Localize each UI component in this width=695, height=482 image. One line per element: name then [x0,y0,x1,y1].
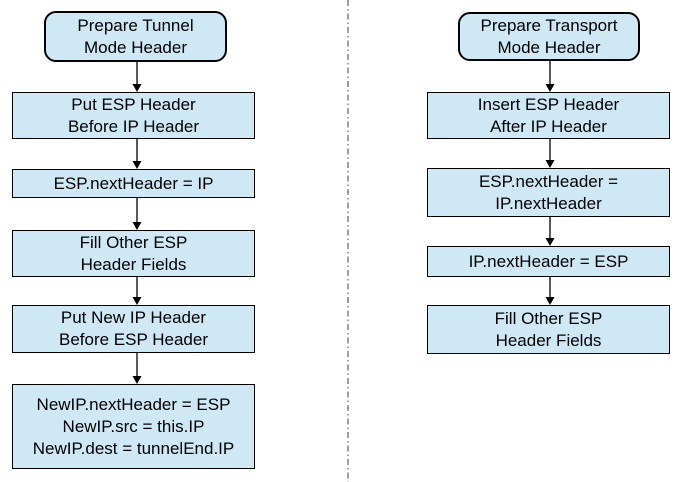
node-prepare-tunnel-mode-header: Prepare Tunnel Mode Header [44,11,227,62]
node-label-line: NewIP.dest = tunnelEnd.IP [32,438,235,458]
node-prepare-transport-mode-header: Prepare Transport Mode Header [458,12,640,61]
node-label-line: IP.nextHeader = ESP [468,251,629,271]
node-label-line: NewIP.nextHeader = ESP [36,394,231,414]
arrow-tunnel-2 [132,139,142,169]
arrow-transport-3 [545,217,555,246]
node-label-line: Prepare Tunnel [77,15,194,35]
node-label-line: Before IP Header [67,116,200,136]
node-label-line: Prepare Transport [480,15,618,35]
node-put-new-ip-header-before-esp-header: Put New IP Header Before ESP Header [12,305,255,353]
node-label-line: ESP.nextHeader = [478,171,619,191]
node-label-line: Before ESP Header [59,330,208,349]
node-ip-nextheader-esp: IP.nextHeader = ESP [427,246,670,277]
node-label-line: Fill Other ESP [79,232,188,252]
arrow-transport-1 [545,61,555,92]
node-label-line: After IP Header [490,116,607,136]
node-esp-nextheader-ip: ESP.nextHeader = IP [12,169,255,198]
node-label-line: Fill Other ESP [494,308,603,328]
node-label-line: Put New IP Header [60,308,207,327]
arrow-tunnel-5 [132,353,142,384]
node-label-line: Header Fields [495,330,602,350]
node-put-esp-header-before-ip-header: Put ESP Header Before IP Header [12,92,255,139]
arrow-tunnel-3 [132,198,142,230]
node-label-line: Insert ESP Header [477,94,620,114]
arrow-tunnel-4 [132,277,142,305]
node-label-line: IP.nextHeader [495,193,602,213]
node-label-line: Mode Header [83,37,187,57]
node-label-line: Header Fields [80,254,187,274]
node-label-line: NewIP.src = this.IP [62,416,205,436]
node-fill-other-esp-header-fields-transport: Fill Other ESP Header Fields [427,305,670,354]
node-esp-nextheader-ip-nextheader: ESP.nextHeader = IP.nextHeader [427,168,670,217]
arrow-transport-4 [545,277,555,305]
node-label-line: Put ESP Header [71,94,196,114]
node-label-line: Mode Header [497,37,601,57]
arrow-transport-2 [545,139,555,168]
node-fill-other-esp-header-fields-tunnel: Fill Other ESP Header Fields [12,230,255,277]
node-label-line: ESP.nextHeader = IP [53,173,214,193]
node-insert-esp-header-after-ip-header: Insert ESP Header After IP Header [427,92,670,139]
arrow-tunnel-1 [132,62,142,92]
node-newip-field-assignments: NewIP.nextHeader = ESP NewIP.src = this.… [12,384,255,469]
